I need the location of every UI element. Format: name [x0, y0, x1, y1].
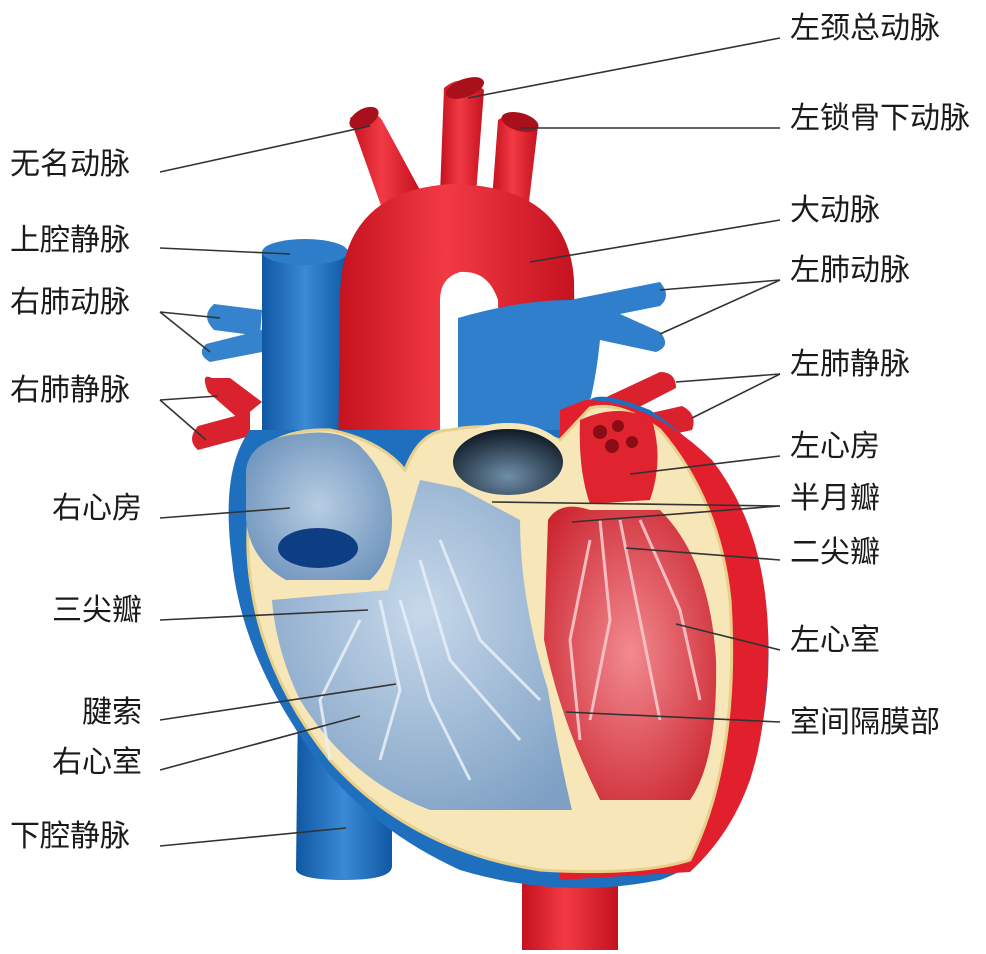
- label-aorta: 大动脉: [790, 193, 880, 228]
- right-pulmonary-artery-vessel: [202, 304, 262, 362]
- label-inferior-vena-cava: 下腔静脉: [10, 819, 130, 854]
- label-right-pulmonary-artery: 右肺动脉: [10, 285, 130, 320]
- label-septum: 室间隔膜部: [790, 705, 940, 740]
- svc-opening: [262, 239, 348, 265]
- label-left-pulmonary-artery: 左肺动脉: [790, 253, 910, 288]
- label-mitral-valve: 二尖瓣: [790, 535, 880, 570]
- label-left-common-carotid: 左颈总动脉: [790, 11, 940, 46]
- label-right-ventricle: 右心室: [52, 745, 142, 780]
- label-tricuspid-valve: 三尖瓣: [52, 593, 142, 628]
- right-pulmonary-vein-lower: [192, 412, 250, 450]
- label-left-subclavian: 左锁骨下动脉: [790, 101, 970, 136]
- label-left-ventricle: 左心室: [790, 623, 880, 658]
- pulmonary-valve-opening: [450, 426, 566, 498]
- label-right-atrium: 右心房: [52, 491, 142, 526]
- tricuspid-orifice: [278, 528, 358, 568]
- label-semilunar-valves: 半月瓣: [790, 481, 880, 516]
- label-superior-vena-cava: 上腔静脉: [10, 223, 130, 258]
- label-left-pulmonary-veins: 左肺静脉: [790, 347, 910, 382]
- label-chordae-tendineae: 腱索: [82, 695, 142, 730]
- label-right-pulmonary-veins: 右肺静脉: [10, 373, 130, 408]
- label-brachiocephalic: 无名动脉: [10, 147, 130, 182]
- right-pulmonary-vein-upper: [205, 377, 262, 420]
- label-left-atrium: 左心房: [790, 429, 880, 464]
